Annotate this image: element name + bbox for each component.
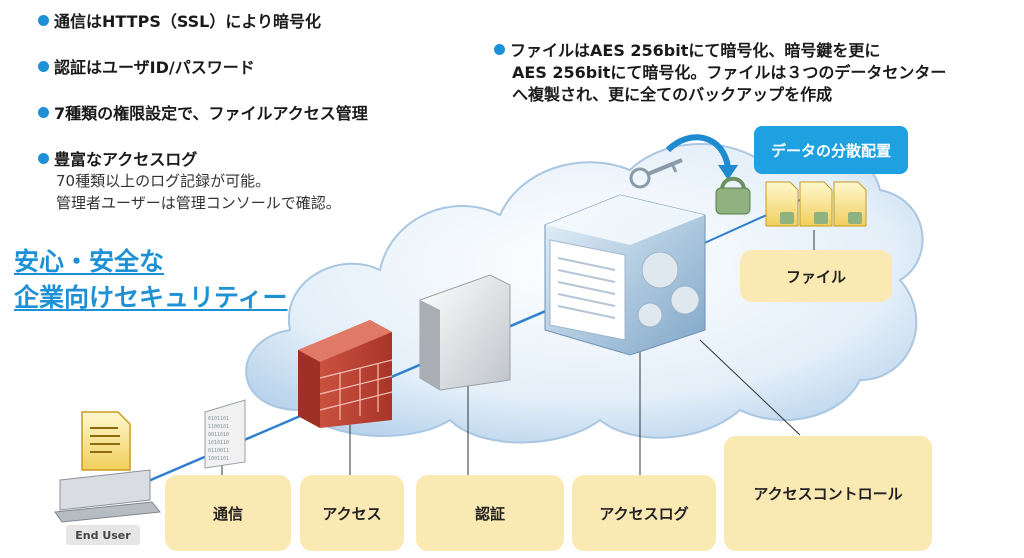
bullet-dot-icon: [38, 107, 49, 118]
end-user-label: End User: [66, 525, 140, 545]
bullet-sub-line: 管理者ユーザーは管理コンソールで確認。: [56, 194, 341, 212]
lock-icon: [715, 176, 751, 215]
bullet-logs: 豊富なアクセスログ: [38, 146, 197, 170]
bullet-text: へ複製され、更に全てのバックアップを作成: [512, 85, 833, 104]
svg-text:1010110: 1010110: [208, 440, 229, 446]
bullet-dot-icon: [38, 15, 49, 26]
headline-line: 安心・安全な: [14, 247, 165, 276]
bullet-text: ファイルはAES 256bitにて暗号化、暗号鍵を更に: [510, 41, 881, 60]
bullet-permissions: 7種類の権限設定で、ファイルアクセス管理: [38, 100, 368, 124]
key-icon: [629, 158, 683, 189]
bullet-text: 7種類の権限設定で、ファイルアクセス管理: [54, 104, 368, 123]
svg-text:1001101: 1001101: [208, 456, 229, 462]
bullet-text: 認証はユーザID/パスワード: [54, 58, 255, 77]
access-box: アクセス: [300, 475, 404, 551]
bullet-dot-icon: [38, 153, 49, 164]
bullet-dot-icon: [494, 44, 505, 55]
bullet-text: 豊富なアクセスログ: [54, 150, 198, 169]
distributed-data-badge: データの分散配置: [754, 126, 908, 174]
bullet-text: 通信はHTTPS（SSL）により暗号化: [54, 12, 322, 31]
authentication-panel-icon: [419, 274, 511, 391]
bullet-text: AES 256bitにて暗号化。ファイルは３つのデータセンター: [512, 63, 947, 82]
leader-lines: [221, 230, 815, 475]
laptop-icon: [54, 469, 161, 523]
authentication-box: 認証: [416, 475, 564, 551]
svg-text:1100101: 1100101: [208, 424, 229, 430]
encrypted-files-icon: [765, 181, 867, 227]
bullet-dot-icon: [38, 61, 49, 72]
rotate-arrow-icon: [665, 134, 731, 169]
encryption-panel-icon: 0101101 1100101 0011010 1010110 0110011 100…: [204, 399, 246, 469]
svg-text:0011010: 0011010: [208, 432, 229, 438]
svg-text:0110011: 0110011: [208, 448, 229, 454]
server-cube-icon: [544, 194, 706, 356]
bullet-auth: 認証はユーザID/パスワード: [38, 54, 255, 78]
communication-box: 通信: [165, 475, 291, 551]
access-log-box: アクセスログ: [572, 475, 716, 551]
bullet-https: 通信はHTTPS（SSL）により暗号化: [38, 8, 321, 32]
document-icon: [81, 411, 131, 471]
bullet-sub-line: 70種類以上のログ記録が可能。: [56, 172, 271, 190]
file-box: ファイル: [740, 250, 892, 302]
file-encryption-bullet: ファイルはAES 256bitにて暗号化、暗号鍵を更に AES 256bitにて…: [494, 40, 946, 106]
firewall-icon: [298, 320, 393, 428]
headline-line: 企業向けセキュリティー: [14, 283, 288, 312]
access-control-box: アクセスコントロール: [724, 436, 932, 551]
svg-text:0101101: 0101101: [208, 416, 229, 422]
